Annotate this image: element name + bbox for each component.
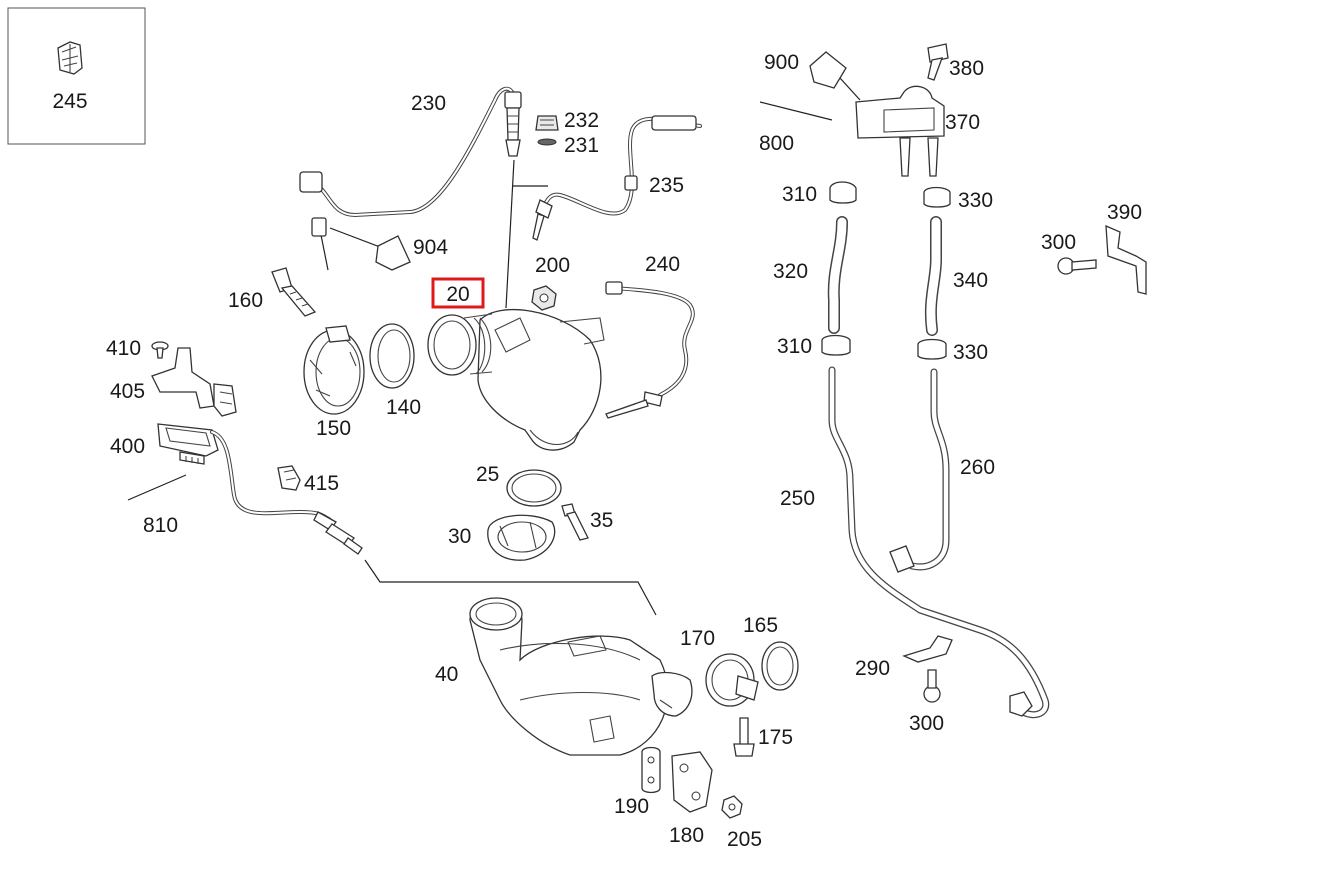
screw-300-top[interactable]: [1057, 257, 1097, 275]
bracket-290[interactable]: [902, 635, 953, 663]
screw-300-bottom[interactable]: [923, 669, 941, 703]
oxygen-sensor-wire[interactable]: [210, 430, 363, 555]
screw-410[interactable]: [151, 341, 169, 359]
nut-205[interactable]: [721, 795, 743, 819]
label-415: 415: [304, 472, 339, 495]
label-330-bottom: 330: [953, 341, 988, 364]
label-170: 170: [680, 627, 715, 650]
label-231: 231: [564, 134, 599, 157]
label-30: 30: [448, 525, 471, 548]
clamp-330-top[interactable]: [923, 186, 951, 208]
label-370: 370: [945, 111, 980, 134]
bracket-190[interactable]: [641, 746, 661, 794]
label-300-top: 300: [1041, 231, 1076, 254]
catalytic-converter-20[interactable]: [427, 308, 605, 451]
hose-340[interactable]: [924, 216, 942, 336]
clamp-310-bottom[interactable]: [821, 334, 851, 356]
clamp-310-top[interactable]: [829, 181, 857, 204]
label-205: 205: [727, 828, 762, 851]
connector-904[interactable]: [311, 217, 411, 271]
clip-icon: [57, 41, 83, 75]
temperature-sensor-240[interactable]: [605, 281, 695, 419]
pipe-250[interactable]: [828, 366, 1050, 719]
label-245: 245: [52, 90, 87, 113]
label-410: 410: [106, 337, 141, 360]
label-180: 180: [669, 824, 704, 847]
bolt-35[interactable]: [561, 503, 589, 541]
label-140: 140: [386, 396, 421, 419]
oxygen-sensor-230[interactable]: [299, 86, 522, 217]
label-320: 320: [773, 260, 808, 283]
highlighted-part-label[interactable]: 20: [431, 277, 485, 309]
pipe-260[interactable]: [889, 368, 950, 573]
label-25: 25: [476, 463, 499, 486]
label-330-top: 330: [958, 189, 993, 212]
bolt-175[interactable]: [733, 717, 755, 757]
label-405: 405: [110, 380, 145, 403]
label-35: 35: [590, 509, 613, 532]
label-310-top: 310: [782, 183, 817, 206]
label-290: 290: [855, 657, 890, 680]
washer-231[interactable]: [537, 138, 557, 146]
label-260: 260: [960, 456, 995, 479]
clip-415[interactable]: [277, 465, 301, 491]
pressure-sensor-400[interactable]: [157, 423, 219, 465]
label-240: 240: [645, 253, 680, 276]
bracket-180[interactable]: [671, 751, 713, 813]
label-165: 165: [743, 614, 778, 637]
label-400: 400: [110, 435, 145, 458]
leader-lines: [127, 77, 861, 616]
bolt-160[interactable]: [271, 267, 317, 317]
screw-380[interactable]: [927, 43, 949, 81]
pressure-sensor-370[interactable]: [855, 85, 945, 177]
label-250: 250: [780, 487, 815, 510]
label-232: 232: [564, 109, 599, 132]
label-230: 230: [411, 92, 446, 115]
nut-200[interactable]: [531, 285, 557, 311]
label-20: 20: [446, 283, 469, 306]
label-904: 904: [413, 236, 448, 259]
nut-232[interactable]: [535, 115, 559, 131]
temperature-sensor-235[interactable]: [532, 115, 702, 241]
connector-900[interactable]: [809, 51, 847, 89]
label-800: 800: [759, 132, 794, 155]
clamp-150[interactable]: [303, 325, 365, 415]
label-900: 900: [764, 51, 799, 74]
gasket-25[interactable]: [506, 469, 562, 507]
clamp-30[interactable]: [487, 514, 556, 561]
label-190: 190: [614, 795, 649, 818]
label-810: 810: [143, 514, 178, 537]
label-40: 40: [435, 663, 458, 686]
gasket-140[interactable]: [369, 323, 415, 389]
label-380: 380: [949, 57, 984, 80]
label-300-bottom: 300: [909, 712, 944, 735]
hose-320[interactable]: [827, 216, 848, 334]
bracket-405[interactable]: [151, 347, 237, 417]
label-175: 175: [758, 726, 793, 749]
label-160: 160: [228, 289, 263, 312]
label-150: 150: [316, 417, 351, 440]
inset-part-245[interactable]: 245: [7, 7, 146, 145]
callout-labels: 230 232 231 235 904 160 200 240 150 140 …: [106, 51, 1142, 851]
label-390: 390: [1107, 201, 1142, 224]
clamp-170[interactable]: [705, 653, 759, 707]
gasket-165[interactable]: [761, 641, 799, 691]
particulate-filter-40[interactable]: [469, 597, 693, 756]
label-200: 200: [535, 254, 570, 277]
clamp-330-bottom[interactable]: [917, 338, 947, 360]
label-340: 340: [953, 269, 988, 292]
bracket-390[interactable]: [1105, 224, 1147, 295]
label-235: 235: [649, 174, 684, 197]
label-310-bottom: 310: [777, 335, 812, 358]
